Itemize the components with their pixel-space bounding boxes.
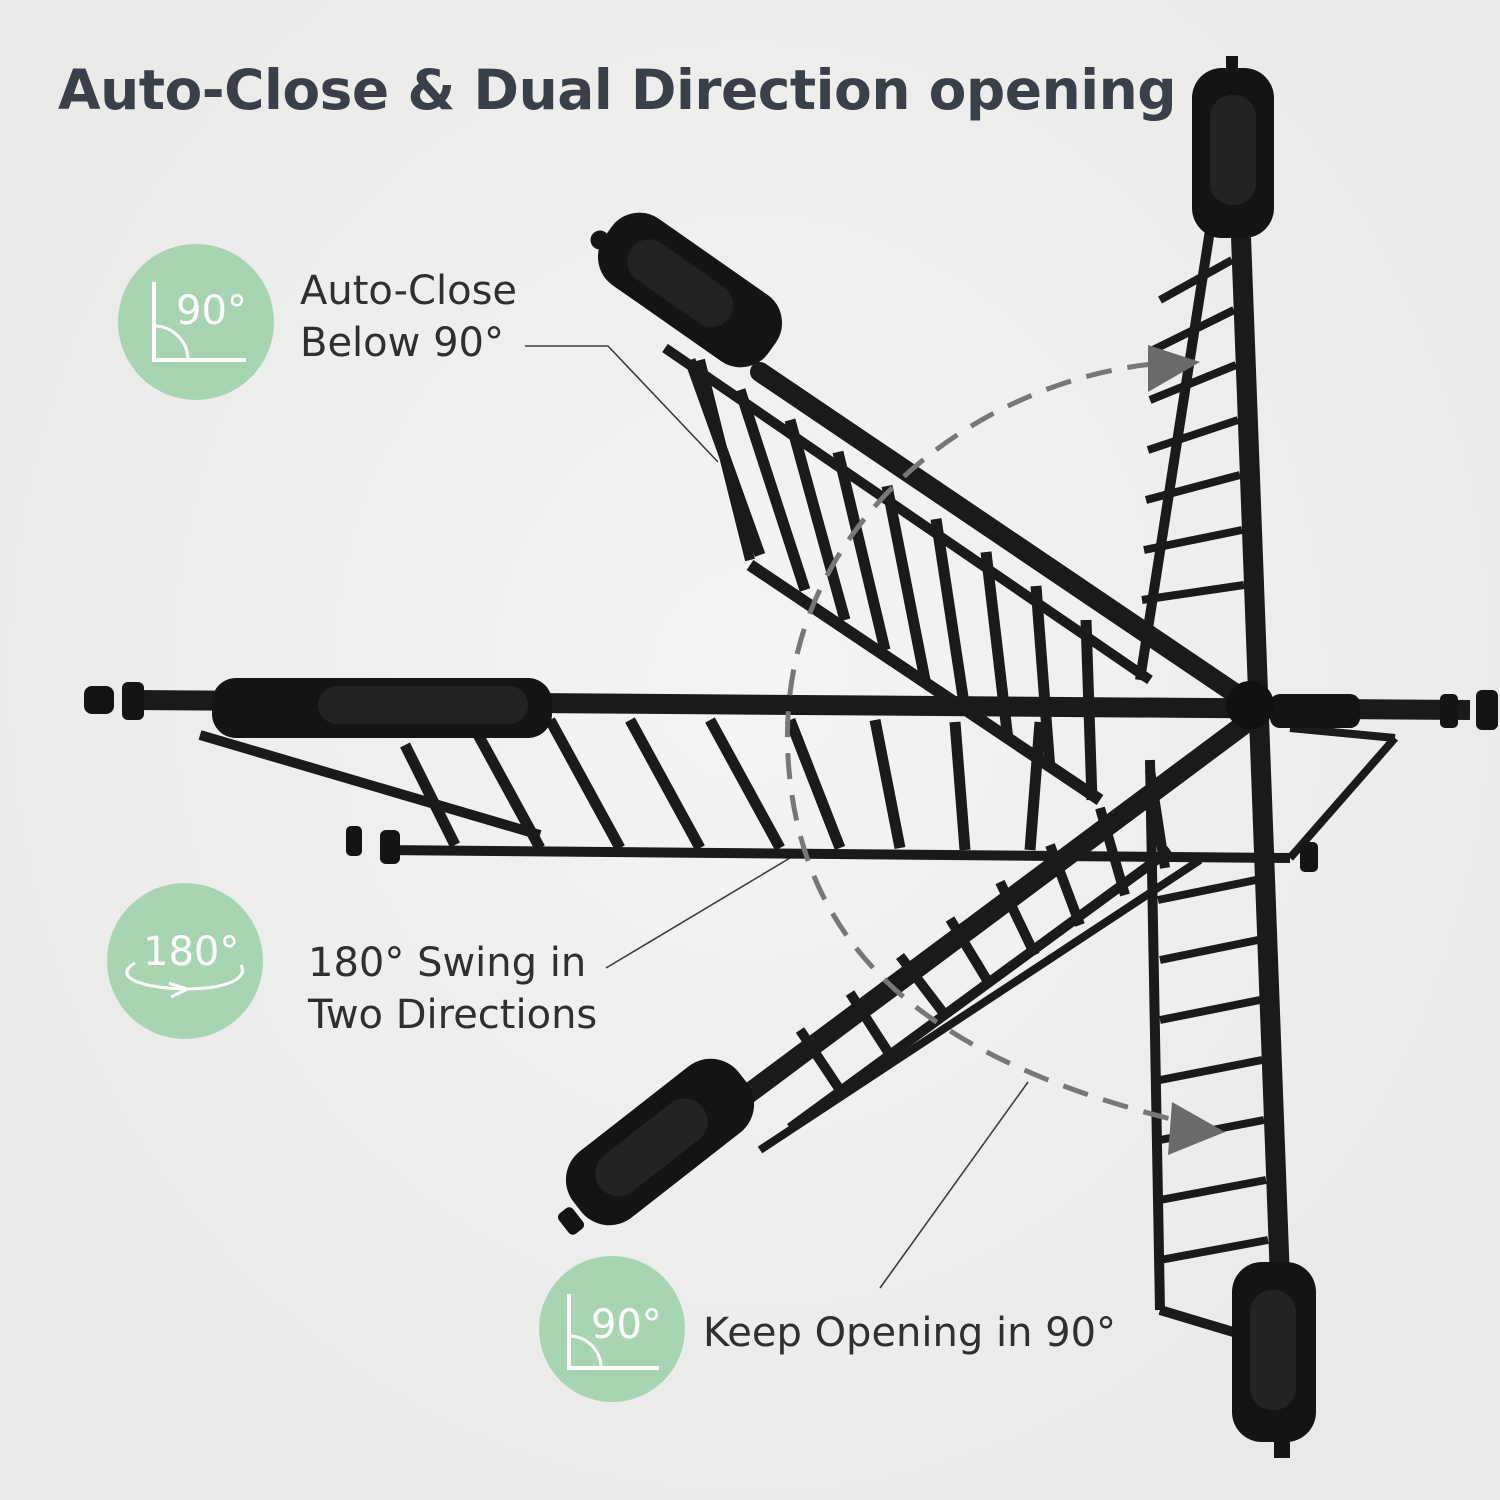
leader-line-swing [605,851,801,969]
feature-autoclose-line1: Auto-Close [300,268,518,314]
right-angle-icon [567,1294,659,1370]
page-title: Auto-Close & Dual Direction opening [58,58,1177,122]
right-angle-icon [152,282,246,362]
gate-panel-upper [590,212,1255,805]
swing-arc [785,359,1219,1133]
feature-swing-line1: 180° Swing in [308,940,587,986]
badge-autoclose-text: 90° [176,288,247,334]
leader-line-keep-open [879,1081,1029,1289]
badge-keep-open: 90° [539,1256,685,1402]
gate-panel-vertical [1135,56,1316,1458]
leader-lines [525,345,1029,1289]
arrow-head-bottom [1168,1102,1225,1155]
badge-keep-open-text: 90° [591,1302,662,1348]
center-hinge [1226,681,1274,729]
badge-swing: 180° [107,883,263,1039]
badge-autoclose: 90° [118,244,274,400]
feature-autoclose-line2: Below 90° [300,320,504,366]
leader-line-autoclose [525,345,719,463]
gate-panel-lower [557,711,1256,1235]
rotation-arrow-icon [125,961,244,999]
feature-swing-line2: Two Directions [308,992,598,1038]
arrow-head-top [1148,345,1200,392]
badge-swing-text: 180° [143,929,240,975]
feature-keep-open-line1: Keep Opening in 90° [703,1310,1117,1356]
